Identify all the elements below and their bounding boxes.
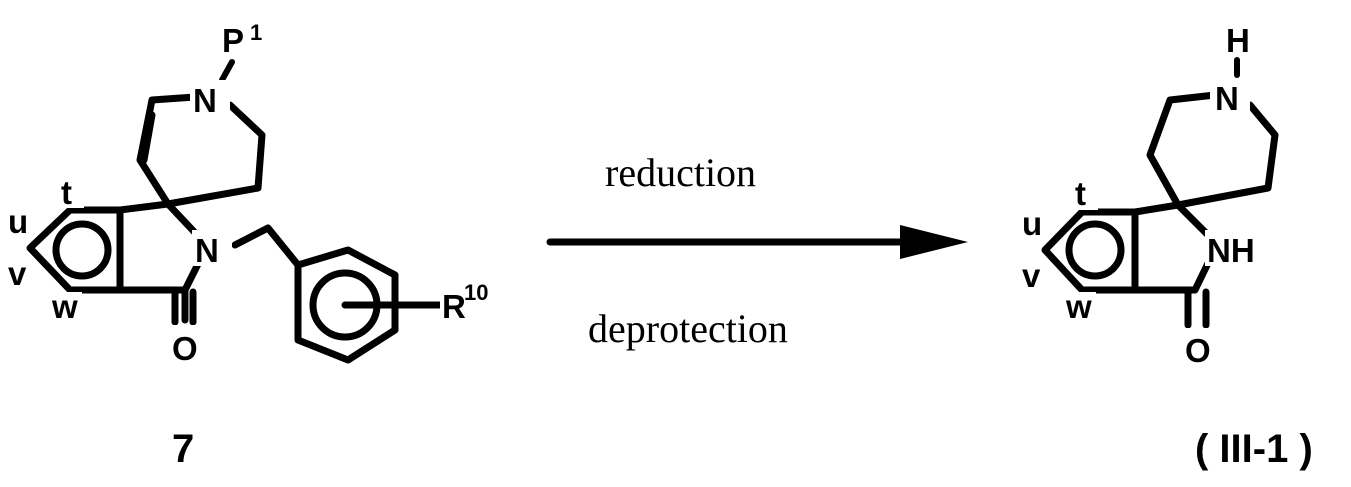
product-ring-atom-w: w [1065, 288, 1092, 325]
reactant-ring-atom-t: t [61, 174, 72, 211]
product-ring-atom-u: u [1022, 205, 1042, 242]
product-label: ( III-1 ) [1195, 427, 1313, 471]
product-carbonyl-o: O [1185, 332, 1211, 369]
reactant-carbonyl-o: O [172, 330, 198, 367]
reactant-benzyl-ch2 [235, 228, 298, 265]
reactant-lactam-n: N [195, 232, 219, 269]
reactant-substituent-sup: 10 [464, 280, 488, 305]
product-lactam-nh: NH [1207, 232, 1255, 269]
product-ring-atom-t: t [1075, 175, 1086, 212]
reaction-arrow [550, 225, 968, 259]
reactant-ring-atom-v: v [8, 255, 27, 292]
reactant-ring-atom-u: u [8, 203, 28, 240]
reactant-n-protected: N [193, 82, 217, 119]
product-carbonyl-bond [1188, 292, 1206, 325]
product-piperidine-n: N [1215, 80, 1239, 117]
arrow-condition-above: reduction [605, 150, 756, 195]
product-structure: N H NH O t u v w ( III-1 ) [1020, 22, 1313, 471]
product-aromatic-ring [1045, 212, 1135, 290]
reactant-label: 7 [172, 427, 194, 471]
product-lactam-ring [1135, 205, 1212, 290]
reactant-substituent: R [442, 288, 466, 325]
reactant-aromatic-ring [30, 210, 120, 290]
reactant-ring-atom-w: w [51, 288, 78, 325]
reactant-structure: N P 1 N O R 10 t u v w 7 [6, 20, 488, 471]
arrow-condition-below: deprotection [588, 306, 788, 351]
reactant-protecting-group-sup: 1 [250, 20, 262, 45]
product-ring-atom-v: v [1022, 257, 1041, 294]
reactant-protecting-group: P [222, 22, 244, 59]
product-piperidine-h: H [1226, 22, 1250, 59]
reactant-n-p-bond [222, 62, 232, 80]
